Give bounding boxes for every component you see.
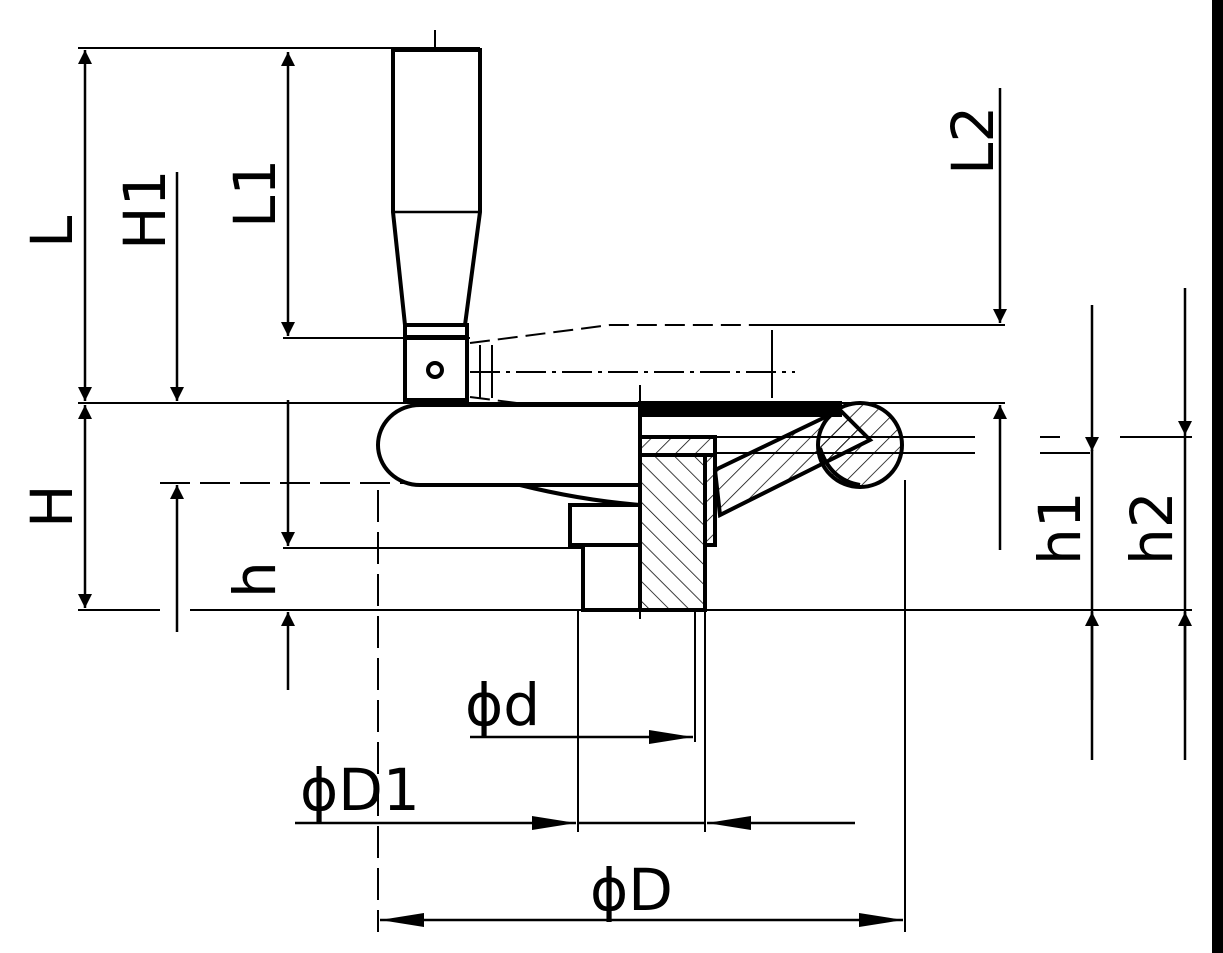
label-h: h [221, 561, 289, 598]
label-diameter-D: ϕD [590, 856, 673, 924]
label-h2: h2 [1118, 491, 1186, 565]
right-border [1212, 0, 1223, 953]
wheel [376, 401, 904, 612]
dimension-lines [78, 50, 1192, 927]
label-L: L [18, 216, 86, 248]
label-L1: L1 [221, 159, 289, 228]
label-diameter-D1: ϕD1 [300, 756, 420, 824]
label-h1: h1 [1026, 491, 1094, 565]
label-L2: L2 [939, 106, 1007, 175]
label-H: H [18, 484, 86, 528]
handle [391, 48, 482, 402]
label-diameter-d: ϕd [465, 671, 540, 739]
label-H1: H1 [111, 169, 179, 250]
